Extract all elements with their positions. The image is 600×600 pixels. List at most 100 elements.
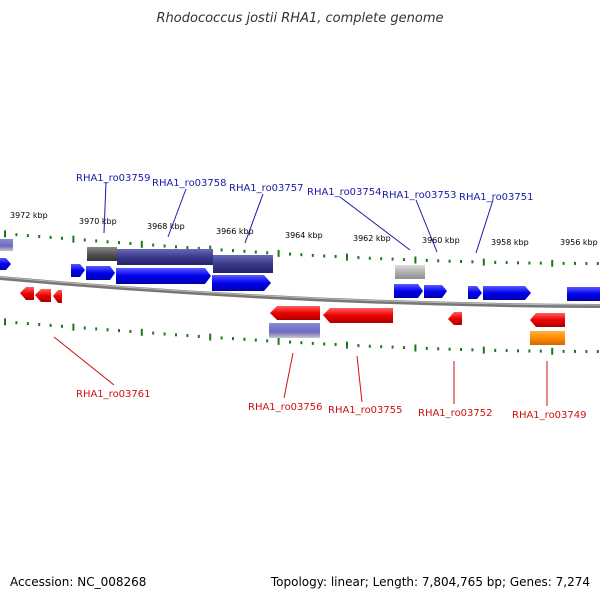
minor-tick <box>517 261 519 265</box>
minor-tick <box>289 340 291 344</box>
major-tick <box>482 346 485 354</box>
minor-tick <box>425 258 428 262</box>
minor-tick <box>152 243 155 247</box>
tick-labels: 3972 kbp 3970 kbp 3968 kbp 3966 kbp 3964… <box>10 211 598 247</box>
minor-tick <box>118 241 120 245</box>
minor-tick <box>95 239 98 243</box>
major-tick <box>277 337 280 345</box>
reverse-gene[interactable] <box>35 289 51 302</box>
minor-tick <box>448 259 451 263</box>
cds-bar[interactable] <box>117 249 213 265</box>
reverse-gene-labels: RHA1_ro03761 RHA1_ro03756 RHA1_ro03755 R… <box>53 336 587 421</box>
minor-tick <box>26 322 29 326</box>
gene-label[interactable]: RHA1_ro03759 <box>76 173 151 184</box>
gene-label[interactable]: RHA1_ro03751 <box>459 192 534 203</box>
minor-tick <box>448 347 451 351</box>
lower-cds-track <box>269 323 565 345</box>
genome-summary-text: Topology: linear; Length: 7,804,765 bp; … <box>270 575 590 589</box>
major-tick <box>4 318 6 326</box>
minor-tick <box>289 252 291 256</box>
minor-tick <box>528 261 531 265</box>
accession-text: Accession: NC_008268 <box>10 575 146 589</box>
minor-tick <box>539 349 542 353</box>
reverse-gene[interactable] <box>323 308 393 323</box>
forward-gene[interactable] <box>0 258 11 270</box>
gene-label[interactable]: RHA1_ro03754 <box>307 187 382 198</box>
forward-gene[interactable] <box>394 284 423 298</box>
minor-tick <box>425 346 428 350</box>
forward-gene[interactable] <box>116 268 211 284</box>
minor-tick <box>152 331 155 335</box>
minor-tick <box>300 253 303 257</box>
minor-tick <box>437 347 440 351</box>
minor-tick <box>129 242 132 245</box>
reverse-gene[interactable] <box>53 290 62 303</box>
minor-tick <box>232 249 234 253</box>
minor-tick <box>38 323 41 326</box>
reverse-gene[interactable] <box>20 287 34 300</box>
cds-bar[interactable] <box>213 255 273 273</box>
tick-label: 3972 kbp <box>10 211 48 220</box>
minor-tick <box>118 329 120 333</box>
minor-tick <box>243 249 246 253</box>
minor-tick <box>243 337 246 341</box>
minor-tick <box>471 348 474 352</box>
cds-bar[interactable] <box>0 239 13 251</box>
minor-tick <box>357 344 360 348</box>
minor-tick <box>460 260 462 263</box>
minor-tick <box>197 334 200 338</box>
major-tick <box>482 258 485 266</box>
gene-label[interactable]: RHA1_ro03755 <box>328 405 403 416</box>
gene-label[interactable]: RHA1_ro03752 <box>418 408 493 419</box>
reverse-gene[interactable] <box>530 313 565 327</box>
major-tick <box>277 249 280 257</box>
minor-tick <box>163 332 166 336</box>
minor-tick <box>528 349 531 353</box>
minor-tick <box>266 251 269 255</box>
forward-gene[interactable] <box>483 286 531 300</box>
tick-label: 3970 kbp <box>79 217 117 226</box>
gene-label[interactable]: RHA1_ro03753 <box>382 190 457 201</box>
minor-tick <box>175 333 177 337</box>
gene-label[interactable]: RHA1_ro03757 <box>229 183 304 194</box>
gene-label[interactable]: RHA1_ro03761 <box>76 389 151 400</box>
forward-gene[interactable] <box>86 266 115 280</box>
tick-label: 3956 kbp <box>560 238 598 247</box>
minor-tick <box>83 238 86 242</box>
reverse-gene[interactable] <box>270 306 320 320</box>
gene-label[interactable]: RHA1_ro03758 <box>152 178 227 189</box>
minor-tick <box>38 235 41 238</box>
tick-label: 3958 kbp <box>491 238 529 247</box>
major-tick <box>346 253 348 261</box>
minor-tick <box>368 256 371 260</box>
minor-tick <box>596 350 599 353</box>
forward-strand <box>0 258 600 301</box>
minor-tick <box>368 344 371 348</box>
minor-tick <box>380 257 383 261</box>
cds-bar[interactable] <box>269 323 320 338</box>
reverse-gene[interactable] <box>448 312 462 325</box>
minor-tick <box>403 346 405 350</box>
minor-tick <box>49 323 52 327</box>
minor-tick <box>574 261 576 265</box>
minor-tick <box>61 236 63 240</box>
minor-tick <box>15 233 18 237</box>
minor-tick <box>15 321 18 325</box>
forward-gene[interactable] <box>212 275 271 291</box>
gene-label[interactable]: RHA1_ro03756 <box>248 402 323 413</box>
forward-gene[interactable] <box>71 264 85 277</box>
minor-tick <box>437 259 440 263</box>
major-tick <box>209 333 212 341</box>
forward-gene[interactable] <box>567 287 600 301</box>
forward-gene[interactable] <box>468 286 482 299</box>
cds-bar[interactable] <box>530 331 565 345</box>
cds-bar[interactable] <box>395 265 425 279</box>
forward-gene[interactable] <box>424 285 447 298</box>
cds-bar[interactable] <box>87 247 117 261</box>
major-tick <box>72 323 75 331</box>
minor-tick <box>163 244 166 248</box>
gene-label[interactable]: RHA1_ro03749 <box>512 410 587 421</box>
minor-tick <box>186 334 189 338</box>
lower-tick-track <box>4 318 599 355</box>
